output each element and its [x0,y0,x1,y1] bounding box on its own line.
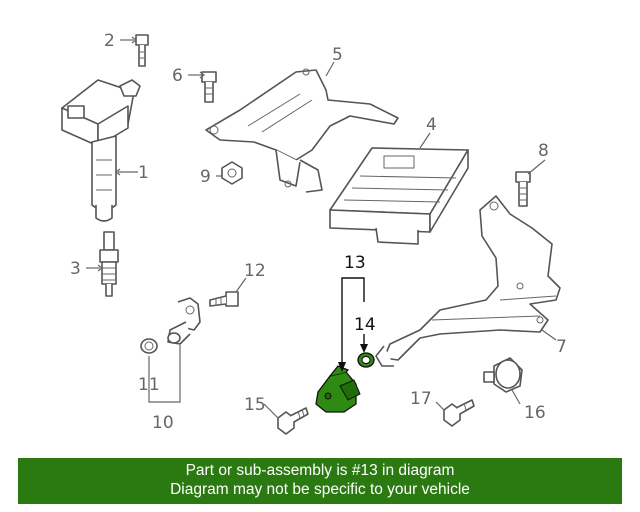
callout-16: 16 [524,403,546,423]
callout-4: 4 [426,115,437,135]
callout-8: 8 [538,141,549,161]
banner-line-part-info: Part or sub-assembly is #13 in diagram [185,462,455,479]
parts-diagram: 2 6 5 4 1 9 8 3 12 13 14 7 11 10 15 17 1… [61,31,567,435]
sensor-part-10[interactable] [167,297,201,345]
o-ring-part-14[interactable] [357,352,375,368]
callout-13: 13 [344,253,366,273]
callout-11: 11 [138,375,160,395]
callout-7: 7 [556,337,567,357]
callout-14: 14 [354,315,376,335]
callout-1: 1 [138,163,149,183]
bolt-part-2[interactable] [135,34,149,67]
callout-15: 15 [244,395,266,415]
info-banner: Part or sub-assembly is #13 in diagram D… [18,458,622,504]
ecu-module-part[interactable] [329,147,469,245]
bolt-part-6[interactable] [201,71,217,103]
leader-lines-13-14 [338,277,368,372]
callout-3: 3 [70,259,81,279]
bolt-part-17[interactable] [443,399,475,427]
highlighted-sensor-part-13[interactable] [315,365,361,413]
bolt-part-8[interactable] [515,171,531,207]
bracket-part-5[interactable] [205,68,399,193]
damper-part-16[interactable] [483,357,523,393]
bolt-part-12[interactable] [209,291,239,307]
spark-plug-part[interactable] [99,231,119,297]
callout-9: 9 [200,167,211,187]
o-ring-part-11[interactable] [140,338,158,354]
callout-2: 2 [104,31,115,51]
callout-17: 17 [410,389,432,409]
ignition-coil-part[interactable] [61,79,141,222]
leader-lines [86,36,557,419]
bracket-part-7[interactable] [375,195,561,367]
banner-line-disclaimer: Diagram may not be specific to your vehi… [170,481,470,498]
callout-5: 5 [332,45,343,65]
callout-6: 6 [172,66,183,86]
callout-10: 10 [152,413,174,433]
nut-part-9[interactable] [221,161,243,185]
bolt-part-15[interactable] [277,407,309,435]
callout-12: 12 [244,261,266,281]
